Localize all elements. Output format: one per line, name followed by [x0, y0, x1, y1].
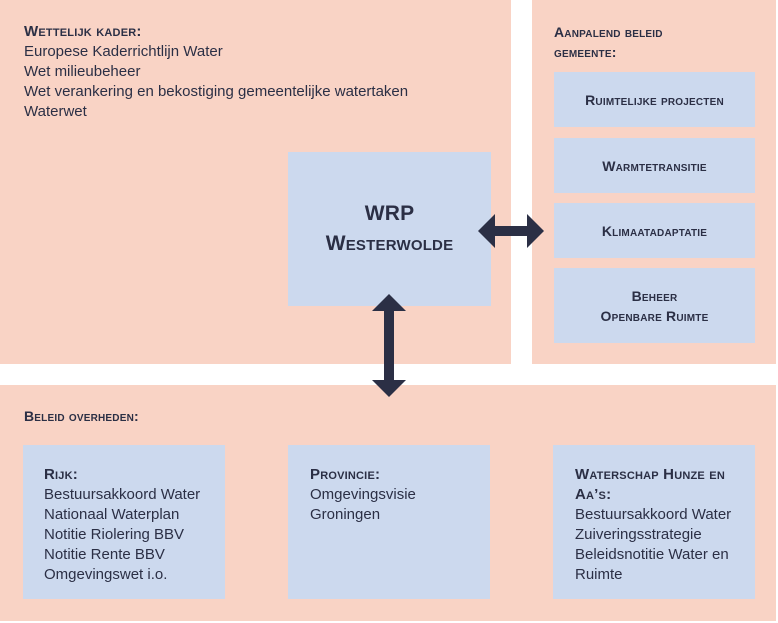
group-rijk: Rijk: Bestuursakkoord Water Nationaal Wa…	[23, 445, 225, 599]
adjacent-item-ruimtelijke-projecten: Ruimtelijke projecten	[554, 72, 755, 127]
adjacent-policy-heading: Aanpalend beleid gemeente:	[554, 22, 663, 62]
group-item: Bestuursakkoord Water	[44, 486, 201, 503]
group-item: Notitie Riolering BBV	[44, 526, 185, 543]
group-item: Beleidsnotitie Water en	[575, 546, 729, 563]
government-policy-heading: Beleid overheden:	[24, 408, 139, 424]
group-heading: Provincie:	[310, 466, 381, 483]
legal-framework-heading: Wettelijk kader:	[24, 23, 142, 40]
central-title-line1: WRP	[364, 202, 415, 225]
adjacent-item-klimaatadaptatie: Klimaatadaptatie	[554, 203, 755, 258]
group-heading: Rijk:	[44, 466, 78, 483]
group-item: Ruimte	[575, 566, 623, 583]
group-heading: Waterschap Hunze en	[575, 466, 725, 483]
adjacent-heading-line2: gemeente:	[554, 44, 617, 60]
central-wrp-box: WRP Westerwolde	[288, 152, 491, 306]
adjacent-item-beheer-openbare-ruimte: Beheer Openbare Ruimte	[554, 268, 755, 343]
adjacent-item-label: Beheer	[631, 287, 678, 304]
group-item: Bestuursakkoord Water	[575, 506, 732, 523]
group-item: Omgevingsvisie	[310, 486, 416, 503]
group-heading-cont: Aa’s:	[575, 486, 612, 503]
group-item: Notitie Rente BBV	[44, 546, 165, 563]
legal-framework-list: Europese Kaderrichtlijn Water Wet milieu…	[24, 42, 408, 122]
vertical-double-arrow-icon	[372, 294, 406, 397]
adjacent-item-label: Warmtetransitie	[602, 157, 707, 174]
adjacent-item-warmtetransitie: Warmtetransitie	[554, 138, 755, 193]
adjacent-heading-line1: Aanpalend beleid	[554, 24, 663, 40]
legal-item: Wet milieubeheer	[24, 63, 141, 80]
group-item: Zuiveringsstrategie	[575, 526, 702, 543]
legal-item: Wet verankering en bekostiging gemeentel…	[24, 83, 409, 100]
adjacent-item-label: Openbare Ruimte	[600, 307, 709, 324]
adjacent-item-label: Klimaatadaptatie	[601, 222, 708, 239]
legal-item: Europese Kaderrichtlijn Water	[24, 43, 223, 60]
horizontal-double-arrow-icon	[478, 214, 544, 248]
group-waterschap: Waterschap Hunze en Aa’s: Bestuursakkoor…	[553, 445, 755, 599]
group-item: Omgevingswet i.o.	[44, 566, 168, 583]
adjacent-item-label: Ruimtelijke projecten	[585, 91, 724, 108]
central-title-line2: Westerwolde	[325, 232, 454, 255]
group-provincie: Provincie: Omgevingsvisie Groningen	[288, 445, 490, 599]
group-item: Groningen	[310, 506, 381, 523]
legal-item: Waterwet	[24, 103, 87, 120]
group-item: Nationaal Waterplan	[44, 506, 180, 523]
